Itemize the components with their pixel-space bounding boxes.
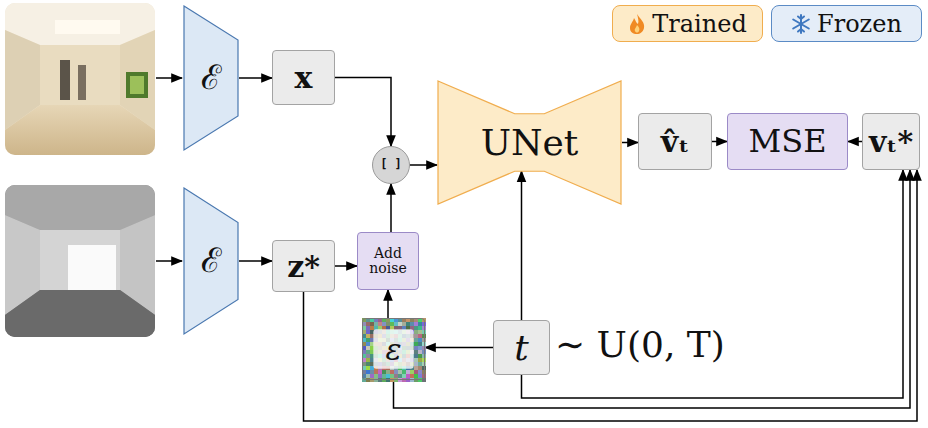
connector-arrow [239, 260, 272, 262]
connector-arrow [622, 142, 638, 144]
node-text: vₜ* [869, 125, 913, 158]
legend-text: Frozen [817, 10, 902, 38]
target-box: vₜ* [862, 113, 920, 170]
node-text: UNet [481, 123, 579, 163]
encoder-block: ℰ [183, 5, 239, 151]
prediction-box: v̂ₜ [638, 113, 712, 170]
node-text: v̂ₜ [661, 125, 690, 158]
distribution-label: ∼ U(0, T) [555, 324, 725, 365]
depth-image [5, 185, 155, 337]
node-text: [ ] [380, 158, 402, 171]
node-text: ℰ [201, 59, 222, 96]
connector-arrow [387, 290, 389, 318]
connector-arrow [335, 265, 357, 267]
node-text: Add noise [358, 246, 418, 277]
node-text: ℰ [201, 242, 222, 279]
rgb-image [5, 3, 155, 155]
connector-arrow [410, 164, 437, 166]
node-text: ε [385, 333, 401, 366]
node-text: t [514, 328, 528, 368]
process-box: Add noise [357, 232, 419, 290]
concat-circle: [ ] [372, 146, 410, 184]
node-text: z* [287, 250, 320, 283]
noise-box: ε [362, 318, 425, 380]
timestep-box: t [493, 320, 550, 375]
connector-arrow [522, 170, 904, 398]
latent-box: z* [272, 240, 335, 292]
legend-text: Trained [652, 10, 747, 38]
image-arrow [156, 77, 182, 79]
connector-arrow [390, 184, 392, 232]
fire-icon [628, 13, 646, 35]
connector-arrow [304, 170, 918, 421]
connector-arrow [425, 347, 493, 349]
connector-arrow [848, 141, 862, 143]
connector-arrow [521, 171, 523, 320]
unet-block: UNet [437, 80, 622, 205]
image-arrow [156, 260, 182, 262]
encoder-block: ℰ [183, 187, 239, 335]
connector-arrow [394, 170, 911, 408]
legend-item: Trained [612, 5, 763, 42]
snowflake-icon [791, 14, 811, 34]
latent-box: x [272, 50, 335, 105]
node-text: MSE [748, 124, 826, 159]
legend-item: Frozen [771, 5, 922, 42]
connector-arrow [712, 141, 727, 143]
node-text: x [295, 61, 313, 94]
loss-box: MSE [727, 113, 848, 170]
connector-arrow [335, 78, 391, 147]
connector-arrow [239, 77, 272, 79]
